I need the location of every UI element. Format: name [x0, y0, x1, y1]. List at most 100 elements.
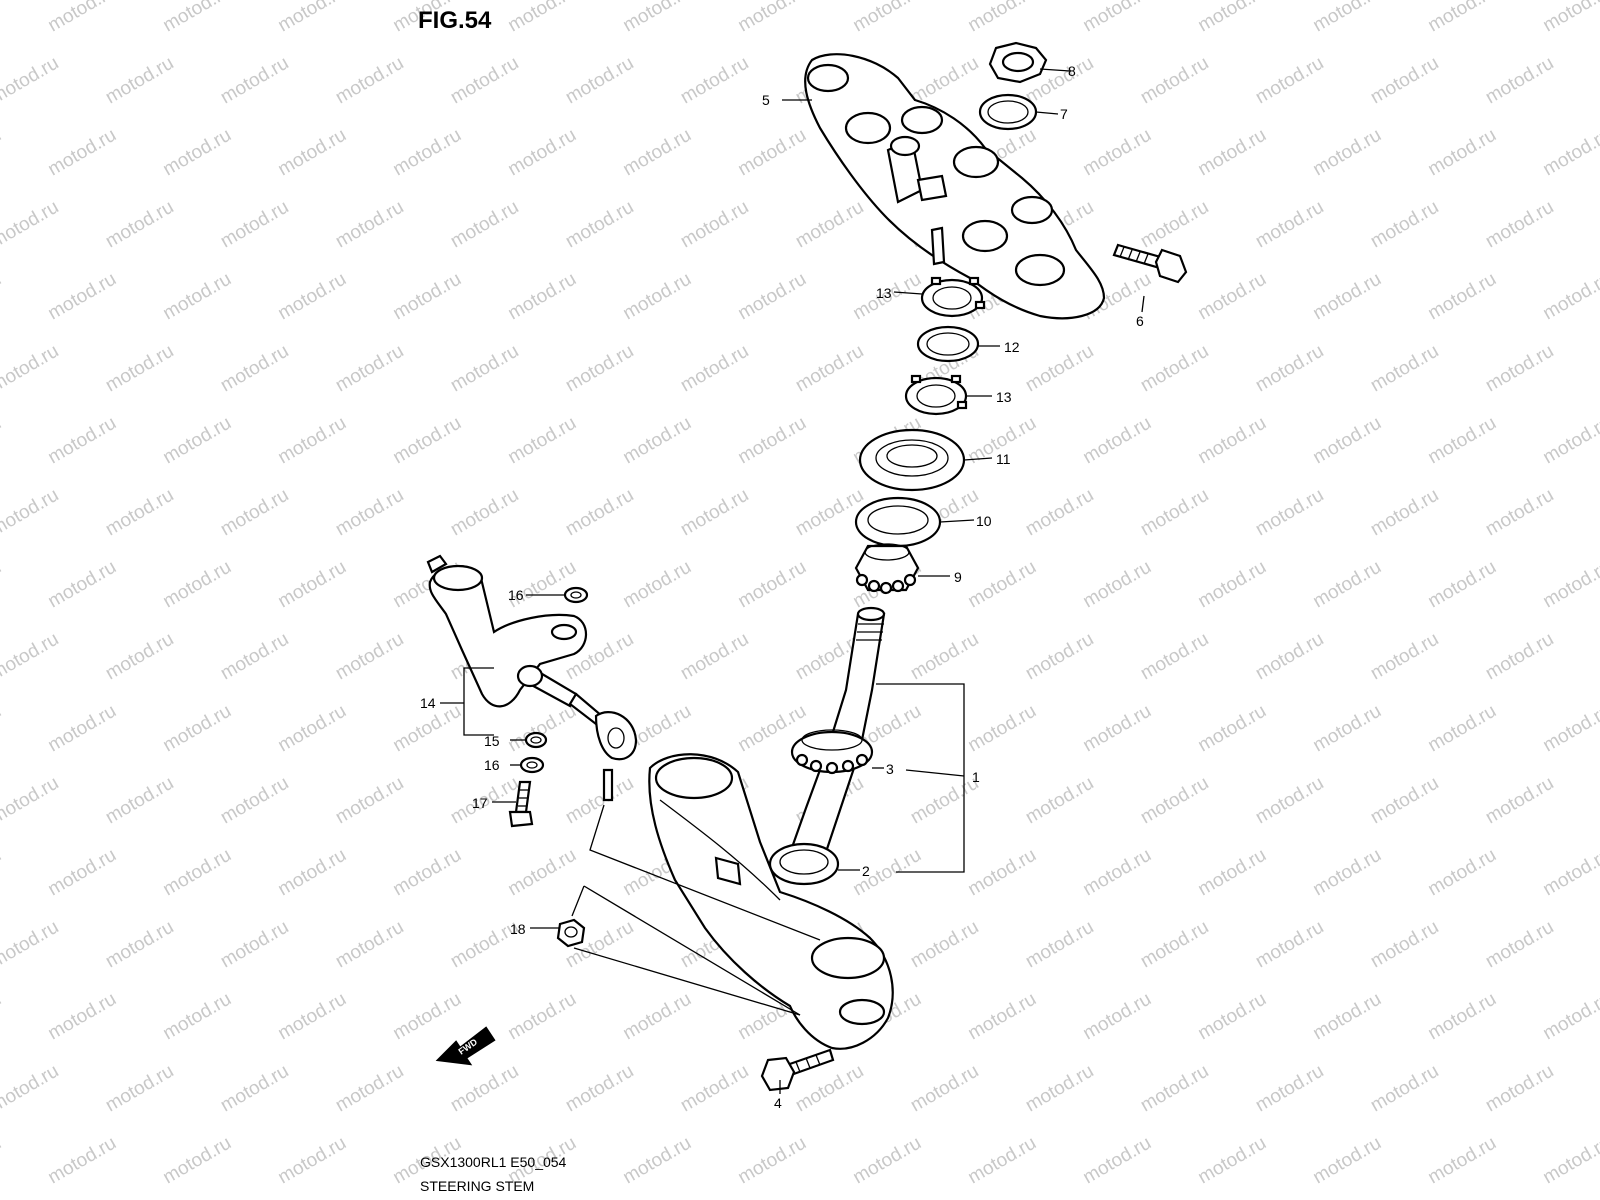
- callout-3: 3: [886, 761, 894, 777]
- watermark-text: motod.ru: [562, 53, 637, 109]
- watermark-text: motod.ru: [735, 125, 810, 181]
- model-code: GSX1300RL1 E50_054: [420, 1154, 567, 1170]
- watermark-text: motod.ru: [562, 341, 637, 397]
- watermark-text: motod.ru: [390, 125, 465, 181]
- watermark-text: motod.ru: [275, 989, 350, 1045]
- watermark-text: motod.ru: [1367, 629, 1442, 685]
- watermark-text: motod.ru: [1540, 0, 1600, 36]
- watermark-text: motod.ru: [1080, 413, 1155, 469]
- watermark-text: motod.ru: [505, 413, 580, 469]
- watermark-text: motod.ru: [677, 341, 752, 397]
- watermark-text: motod.ru: [447, 341, 522, 397]
- watermark-text: motod.ru: [735, 0, 810, 36]
- callout-16-upper: 16: [508, 587, 524, 603]
- watermark-text: motod.ru: [1080, 125, 1155, 181]
- watermark-text: motod.ru: [332, 1061, 407, 1117]
- watermark-text: motod.ru: [1252, 917, 1327, 973]
- figure-title: FIG.54: [418, 7, 492, 34]
- watermark-text: motod.ru: [505, 557, 580, 613]
- watermark-text: motod.ru: [1137, 53, 1212, 109]
- watermark-text: motod.ru: [1310, 557, 1385, 613]
- watermark-text: motod.ru: [1310, 269, 1385, 325]
- watermark-text: motod.ru: [102, 197, 177, 253]
- figure-caption: STEERING STEM: [420, 1178, 534, 1194]
- steering-damper: [426, 554, 638, 802]
- washer-16-upper: [563, 586, 589, 604]
- watermark-text: motod.ru: [1367, 1061, 1442, 1117]
- watermark-text: motod.ru: [0, 701, 5, 757]
- watermark-text: motod.ru: [1482, 197, 1557, 253]
- watermark-text: motod.ru: [1482, 917, 1557, 973]
- callout-16-lower: 16: [484, 757, 500, 773]
- watermark-text: motod.ru: [1137, 629, 1212, 685]
- watermark-text: motod.ru: [1425, 0, 1500, 36]
- watermark-text: motod.ru: [0, 125, 5, 181]
- watermark-text: motod.ru: [275, 701, 350, 757]
- watermark-text: motod.ru: [0, 341, 62, 397]
- watermark-text: motod.ru: [1310, 125, 1385, 181]
- watermark-text: motod.ru: [390, 269, 465, 325]
- bearing-9: [854, 543, 920, 595]
- watermark-text: motod.ru: [102, 629, 177, 685]
- callout-6: 6: [1136, 313, 1144, 329]
- watermark-text: motod.ru: [907, 1061, 982, 1117]
- watermark-text: motod.ru: [1080, 989, 1155, 1045]
- lower-bracket: [648, 753, 894, 1050]
- watermark-text: motod.ru: [1195, 557, 1270, 613]
- watermark-text: motod.ru: [1367, 197, 1442, 253]
- watermark-text: motod.ru: [0, 845, 5, 901]
- watermark-text: motod.ru: [1367, 341, 1442, 397]
- watermark-text: motod.ru: [332, 485, 407, 541]
- callout-13-lower: 13: [996, 389, 1012, 405]
- lock-nut-13-lower: [904, 374, 968, 416]
- callout-labels: 5 8 7 6 13 12 13 11 10 9 3 1 2 14 15 16 …: [420, 63, 1144, 1111]
- bolt-17: [508, 780, 534, 828]
- watermark-text: motod.ru: [0, 917, 62, 973]
- watermark-text: motod.ru: [160, 413, 235, 469]
- watermark-text: motod.ru: [1482, 53, 1557, 109]
- watermark-text: motod.ru: [1195, 0, 1270, 36]
- watermark-text: motod.ru: [735, 557, 810, 613]
- watermark-text: motod.ru: [332, 341, 407, 397]
- watermark-text: motod.ru: [0, 629, 62, 685]
- watermark-text: motod.ru: [1022, 629, 1097, 685]
- callout-7: 7: [1060, 106, 1068, 122]
- watermark-text: motod.ru: [1425, 269, 1500, 325]
- watermark-text: motod.ru: [1310, 0, 1385, 36]
- watermark-text: motod.ru: [1195, 989, 1270, 1045]
- nut-15: [524, 731, 548, 749]
- watermark-text: motod.ru: [1482, 341, 1557, 397]
- watermark-text: motod.ru: [792, 197, 867, 253]
- watermark-text: motod.ru: [620, 1133, 695, 1189]
- assembly-guide-lines: [571, 804, 821, 1016]
- watermark-text: motod.ru: [1367, 773, 1442, 829]
- callout-9: 9: [954, 569, 962, 585]
- watermark-text: motod.ru: [45, 557, 120, 613]
- watermark-text: motod.ru: [1195, 125, 1270, 181]
- watermark-text: motod.ru: [735, 1133, 810, 1189]
- washer-16-lower: [519, 756, 545, 774]
- watermark-text: motod.ru: [677, 53, 752, 109]
- watermark-text: motod.ru: [677, 197, 752, 253]
- callout-2: 2: [862, 863, 870, 879]
- watermark-text: motod.ru: [0, 413, 5, 469]
- watermark-text: motod.ru: [217, 629, 292, 685]
- watermark-text: motod.ru: [1367, 917, 1442, 973]
- watermark-text: motod.ru: [677, 1061, 752, 1117]
- watermark-text: motod.ru: [1252, 197, 1327, 253]
- watermark-text: motod.ru: [1367, 485, 1442, 541]
- upper-bracket: [804, 53, 1106, 320]
- watermark-text: motod.ru: [45, 413, 120, 469]
- watermark-text: motod.ru: [1080, 701, 1155, 757]
- watermark-text: motod.ru: [45, 845, 120, 901]
- watermark-text: motod.ru: [217, 1061, 292, 1117]
- watermark-text: motod.ru: [332, 773, 407, 829]
- watermark-text: motod.ru: [332, 197, 407, 253]
- watermark-text: motod.ru: [965, 845, 1040, 901]
- watermark-text: motod.ru: [217, 917, 292, 973]
- watermark-text: motod.ru: [217, 53, 292, 109]
- lock-nut-13-upper: [920, 276, 986, 318]
- watermark-text: motod.ru: [390, 413, 465, 469]
- watermark-text: motod.ru: [332, 917, 407, 973]
- watermark-text: motod.ru: [447, 53, 522, 109]
